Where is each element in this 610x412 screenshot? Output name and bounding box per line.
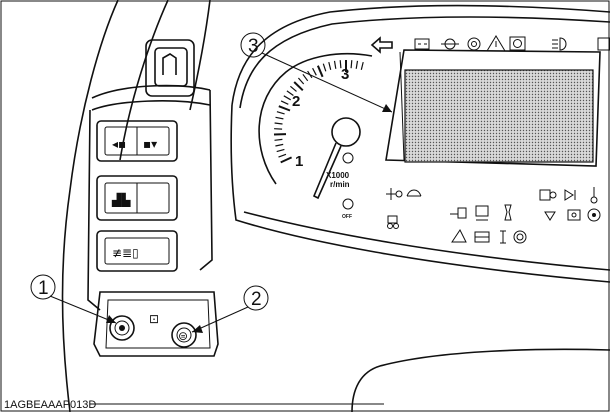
knob-2-icon: ⊜ [178,329,188,343]
hitch-lock-icon [500,230,506,244]
turn-signal-icon [564,189,576,201]
tach-tick [280,156,293,164]
left-console [61,0,213,412]
lcd-screen [404,69,594,163]
tach-tick [280,100,289,105]
lamp-bar-icon: ≢≣▯ [112,246,139,260]
rabbit-icon [450,207,467,219]
seat-icon: ⊡ [149,312,159,326]
warning-triangle-icon [486,35,506,52]
edge-indicator-icon [597,37,610,51]
tach-tick [290,85,297,92]
hitch-up-icon: ◂▪ [112,137,126,151]
tach-label-3: 3 [341,66,349,83]
tach-tick [274,122,283,125]
hitch-icon [451,229,467,243]
tach-lamp-icon [342,152,354,164]
tach-unit-multiplier: X1000 [326,171,350,180]
tach-tick [275,143,284,147]
water-temperature-icon [590,187,598,204]
tach-tick [278,105,291,112]
tach-tick [339,60,342,69]
pto-icon [386,188,403,200]
tach-tick [286,90,294,96]
tach-tick [274,138,283,141]
callout-2: 2 [191,285,269,333]
knob-2[interactable]: ⊜ [171,322,197,348]
tach-tick [302,73,309,82]
middle-indicator-block [450,204,527,244]
fuel-icon [587,208,601,222]
callout-1-label: 1 [38,278,49,299]
tach-tick [293,81,304,92]
hitch-down-icon: ▪▾ [143,137,157,151]
tractor-icon [387,215,399,229]
callout-3: 3 [240,32,393,113]
tach-off-label: OFF [342,214,352,220]
cruise-icon [567,209,581,221]
pto-lever-icon [162,53,177,75]
callout-2-label: 2 [251,289,262,310]
figure-code: 1AGBEAAAP013D [4,399,96,411]
tractor-mode-icon: ▟▙ [111,192,131,207]
steering-icon [406,189,422,197]
mode-switch[interactable]: ▟▙ [96,175,178,221]
parking-brake-icon [513,230,527,244]
hazard-switch-button[interactable] [145,39,195,97]
tach-tick [328,61,332,70]
headlight-icon [552,37,567,51]
tach-tick [333,60,337,69]
tach-tick [276,148,285,153]
tach-tick [278,153,287,158]
tach-off-lamp-icon [342,198,354,210]
tach-tick [297,77,305,85]
tach-tick [276,111,285,115]
tach-needle [312,142,342,200]
tach-tick [322,63,327,72]
tach-unit: r/min [330,180,350,189]
knob-1[interactable] [109,315,135,341]
battery-icon [414,38,430,50]
tach-tick [312,67,317,76]
auto-icon [475,205,489,221]
tach-tick [355,60,359,69]
callout-3-label: 3 [248,36,259,57]
tach-label-2: 2 [292,93,300,110]
four-wheel-drive-icon [539,189,557,201]
top-indicator-row [370,35,610,54]
lower-knob-panel: ⊡ [93,291,219,357]
instrument-panel-housing [230,4,610,412]
oil-pressure-icon [441,38,459,50]
left-indicator-column [386,188,422,229]
tach-label-1: 1 [295,153,303,170]
differential-icon [544,211,556,221]
tachometer-ticks [273,60,364,164]
arrow-left-icon [370,36,393,54]
tach-tick [283,95,292,101]
tachometer: 1 2 3 X1000 r/min OFF [258,52,373,220]
fuel-filter-icon [467,37,481,51]
glow-plug-icon [504,204,512,221]
light-switch[interactable]: ≢≣▯ [96,230,178,272]
hitch-switch[interactable]: ◂▪ ▪▾ [96,120,178,162]
tractor-speed-icon [474,231,490,243]
tach-tick [360,61,364,70]
tach-tick [275,116,284,120]
brake-icon [509,36,526,51]
tach-tick [350,60,353,69]
right-indicator-block [539,187,601,222]
callout-1: 1 [30,274,117,324]
tach-needle-hub [331,117,361,147]
tach-tick [316,65,324,78]
lcd-display [385,49,601,167]
